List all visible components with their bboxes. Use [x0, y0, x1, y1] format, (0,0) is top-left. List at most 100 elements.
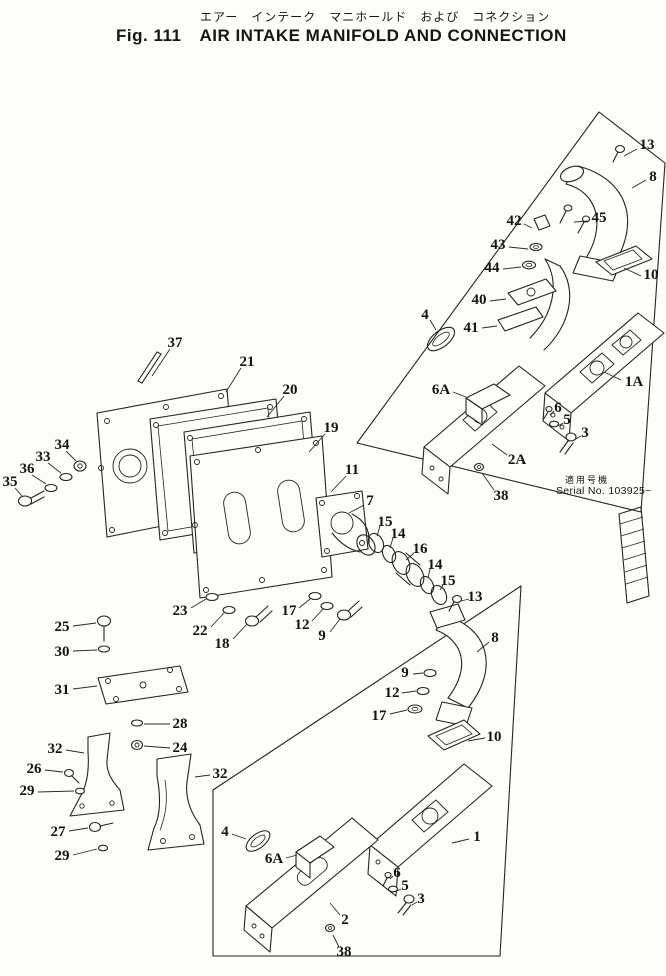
callout-17-bot: 17 [372, 708, 388, 724]
callout-11: 11 [345, 462, 359, 478]
leader-line-38-bot [332, 934, 340, 948]
part-manifold-1 [367, 763, 493, 897]
part-washer-5-upper [548, 420, 560, 428]
leader-line-18 [232, 623, 248, 640]
callout-13-top: 13 [640, 137, 655, 153]
part-washer-22 [222, 605, 236, 615]
callout-15-b: 15 [441, 573, 456, 589]
part-duct-mid-upper [529, 258, 571, 351]
part-clamp-cluster [497, 204, 591, 332]
part-ring-14b [419, 575, 435, 595]
title-japanese: エアー インテーク マニホールド および コネクション [200, 10, 551, 24]
leader-line-36 [31, 474, 47, 485]
callout-10-bot: 10 [487, 729, 502, 745]
callout-35: 35 [3, 474, 18, 490]
callout-5-top: 5 [563, 412, 571, 428]
callout-31: 31 [55, 682, 70, 698]
callout-4-top: 4 [421, 307, 429, 323]
leader-line-19 [308, 433, 326, 453]
part-bolt-13-lower [448, 594, 463, 612]
part-bracket-41 [497, 306, 544, 332]
callout-29-b: 29 [55, 848, 70, 864]
part-spacer-42 [533, 214, 551, 231]
leader-line-35 [14, 487, 23, 497]
leader-line-34 [65, 450, 77, 462]
part-washer-17 [308, 591, 322, 601]
part-gasket-4-upper [426, 326, 456, 352]
callout-2: 2 [341, 912, 349, 928]
part-washer-28 [130, 719, 144, 727]
callout-5-bot: 5 [401, 878, 409, 894]
callout-27: 27 [51, 824, 67, 840]
part-plate-31 [97, 665, 189, 705]
leader-line-13-mid [460, 598, 470, 602]
leader-line-2A [491, 443, 508, 456]
part-washer-17-lower [407, 704, 423, 714]
leader-line-10-bot [467, 737, 486, 742]
leader-line-17-bot [389, 709, 408, 715]
callout-38-bot: 38 [337, 944, 352, 960]
part-flange-tube-7 [315, 490, 376, 558]
part-nut-34 [73, 460, 87, 472]
callout-1: 1 [473, 829, 481, 845]
serial-change-bar [618, 506, 650, 604]
leader-line-25 [72, 622, 97, 627]
leader-line-12-bot [401, 690, 417, 694]
part-connector-10-upper [595, 245, 653, 276]
part-ring-15b [430, 584, 448, 606]
part-washer-12-lower [416, 686, 430, 696]
leader-line-22 [210, 612, 225, 628]
part-fasteners-bottom-right [308, 591, 363, 621]
part-washer-5-lower [387, 885, 399, 893]
part-manifold-body-11 [189, 435, 333, 599]
leader-line-10-top [623, 267, 642, 277]
callout-20: 20 [283, 382, 298, 398]
leader-line-20 [266, 395, 285, 418]
part-plug-38-lower [324, 923, 336, 933]
part-stud-6-lower [384, 871, 392, 879]
leader-line-13-top [623, 148, 638, 157]
callout-44: 44 [485, 260, 501, 276]
leader-line-14-a [389, 537, 394, 549]
leader-line-15-a [376, 525, 381, 537]
callout-12-bot: 12 [385, 685, 400, 701]
leader-line-12-mid [311, 608, 324, 622]
callout-18: 18 [215, 636, 230, 652]
callout-6A-top: 6A [432, 382, 451, 398]
part-bolt-3-upper [565, 432, 577, 442]
part-bolt-27 [88, 821, 102, 833]
part-washer-9-lower [423, 668, 437, 678]
leader-line-6-bot [389, 875, 394, 880]
callout-8-top: 8 [649, 169, 657, 185]
part-ring-15a [367, 532, 385, 554]
callout-21: 21 [240, 354, 255, 370]
part-washer-43 [529, 242, 543, 252]
callout-9-bot: 9 [401, 665, 409, 681]
leader-line-4-bot [231, 833, 247, 840]
leader-line-15-b [439, 584, 444, 591]
part-washer-23 [205, 592, 219, 602]
leader-line-6-top [549, 410, 555, 416]
callout-45: 45 [592, 210, 607, 226]
part-manifold-2 [243, 817, 379, 953]
callout-41: 41 [464, 320, 479, 336]
callout-7: 7 [366, 493, 374, 509]
part-bolt-26 [63, 768, 75, 778]
callout-40: 40 [472, 292, 487, 308]
callout-19: 19 [324, 420, 339, 436]
part-ring-14a [381, 544, 397, 564]
callout-10-top: 10 [644, 267, 659, 283]
callout-23: 23 [173, 603, 188, 619]
callout-26: 26 [27, 761, 43, 777]
callout-13-mid: 13 [468, 589, 483, 605]
callout-4-bot: 4 [221, 824, 229, 840]
callout-32-b: 32 [213, 766, 228, 782]
leader-line-7 [348, 504, 365, 514]
leader-line-3-top [573, 435, 582, 441]
part-bolt-25 [96, 615, 112, 627]
callout-8-bot: 8 [491, 630, 499, 646]
part-connector-10-lower [427, 719, 481, 751]
